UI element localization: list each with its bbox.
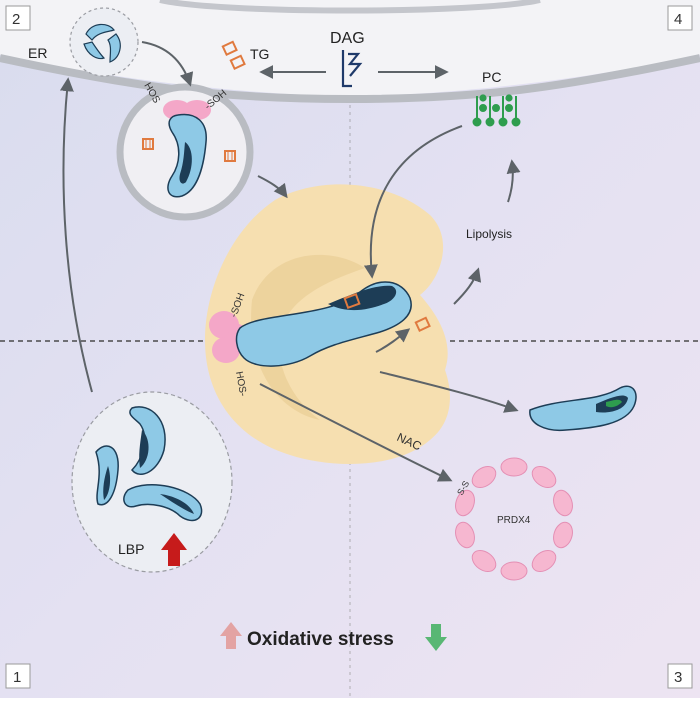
label-pc: PC [482,69,501,85]
svg-text:3: 3 [674,669,682,686]
dag-molecule-icon [341,50,363,88]
small-vesicle [69,7,139,77]
oxidative-down-arrow-icon [425,624,447,651]
panel-box-1: 1 [5,663,31,689]
svg-text:1: 1 [13,669,21,686]
lbp-proteins [95,406,203,522]
arrow-small-vesicle-to-bud [141,41,194,87]
arrow-vesicle-to-droplet [257,175,288,199]
panel-box-2: 2 [5,5,31,31]
label-lbp: LBP [118,541,144,557]
panel-box-4: 4 [667,5,693,31]
arrow-protein-to-lipid [375,328,411,353]
er-membrane-outer [159,0,541,14]
oxidative-up-arrow-icon [220,622,242,649]
arrow-lipolysis-to-pc [506,159,521,203]
label-oxidative-stress: Oxidative stress [247,629,394,650]
arrow-droplet-to-released [379,371,519,413]
er-lumen [0,0,700,96]
label-lipolysis: Lipolysis [466,227,512,241]
arrow-lbp-to-er [59,77,93,393]
lbp-vesicle [71,391,233,573]
panel-box-3: 3 [667,663,693,689]
small-vesicle-proteins [83,23,121,63]
svg-text:4: 4 [674,11,682,28]
arrow-lipid-to-lipolysis [453,267,482,305]
vesicle-lipid-left [142,138,154,150]
svg-text:2: 2 [12,11,20,28]
arrow-nac-to-prdx4 [259,383,453,482]
released-lipid [414,316,431,332]
er-membrane [0,54,700,104]
released-protein [529,385,637,432]
label-dag: DAG [330,30,365,47]
center-protein [235,281,412,367]
prdx4-ring [455,457,573,581]
label-tg: TG [250,46,269,62]
label-sh-center-bottom: HOS- [233,371,248,398]
label-er: ER [28,45,47,61]
lbp-up-arrow-icon [161,533,187,566]
arrows [59,41,521,482]
vesicle-protein [167,113,207,198]
vesicle-lipid-right [224,150,236,162]
tg-lipid-icons [221,40,246,70]
lipid-droplet-shade [251,254,365,420]
label-prdx4: PRDX4 [497,515,531,526]
arrow-pc-to-droplet [363,125,463,279]
pc-lipid-cluster [472,94,521,127]
